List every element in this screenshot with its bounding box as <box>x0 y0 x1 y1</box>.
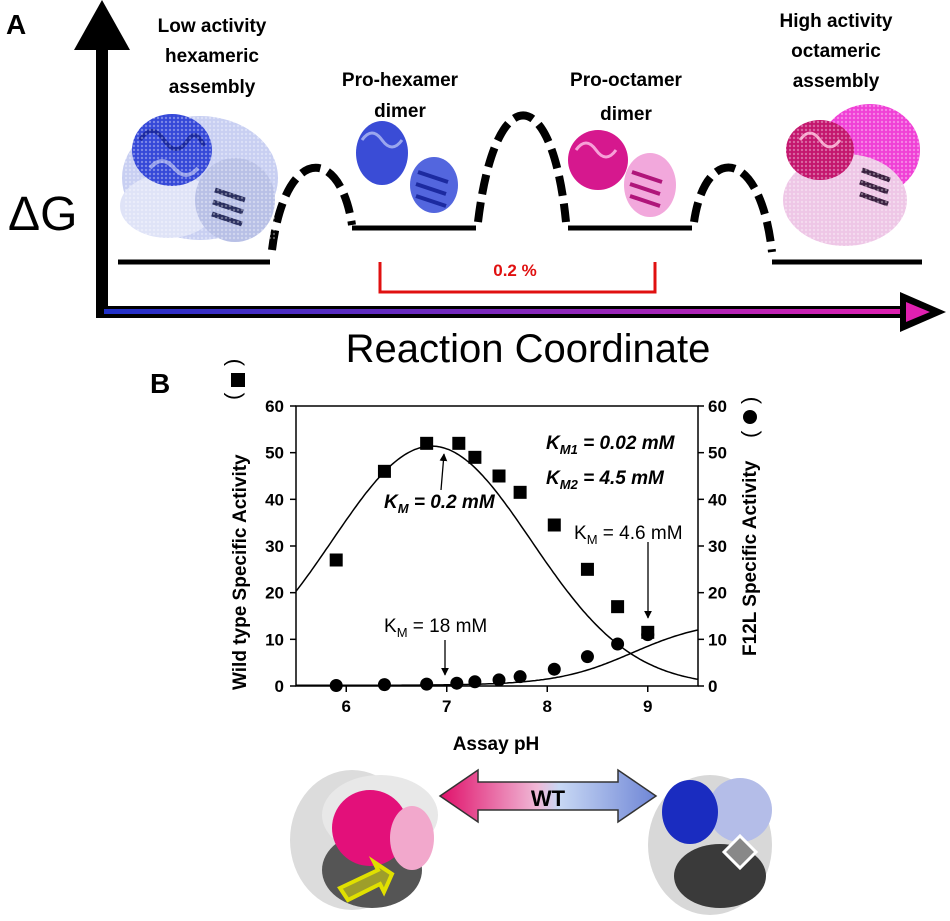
y2-tick-label-1: 10 <box>708 630 727 649</box>
reaction-coordinate-label: Reaction Coordinate <box>346 327 711 371</box>
state-3-line-2: dimer <box>600 104 652 125</box>
f12l-point-7 <box>547 662 561 676</box>
wild-type-point-5 <box>492 469 506 483</box>
y2-tick-label-6: 60 <box>708 397 727 416</box>
wt-arrow-label: WT <box>531 786 566 811</box>
state-4-line-1: High activity <box>780 11 893 32</box>
y-tick-label-1: 10 <box>265 630 284 649</box>
right-axis-paren-open: ( <box>737 430 762 438</box>
octamer-surface-image <box>290 770 438 910</box>
wild-type-point-8 <box>580 562 594 576</box>
y-tick-label-5: 50 <box>265 444 284 463</box>
wild-type-point-7 <box>547 518 561 532</box>
state-4-line-3: assembly <box>793 71 880 92</box>
panel-b-label: B <box>150 368 170 399</box>
f12l-point-8 <box>580 650 594 664</box>
y2-tick-label-5: 50 <box>708 444 727 463</box>
hexamer-structure-image <box>120 114 278 242</box>
y2-tick-label-0: 0 <box>708 677 717 696</box>
wild-type-point-2 <box>420 436 434 450</box>
wild-type-point-9 <box>611 600 625 614</box>
energy-landscape <box>118 111 922 265</box>
km-18-annotation: KM = 18 mM <box>384 616 487 640</box>
x-axis-label: Assay pH <box>453 734 540 755</box>
y2-tick-label-2: 20 <box>708 584 727 603</box>
bracket-percentage: 0.2 % <box>493 261 536 280</box>
state-1-line-2: hexameric <box>165 46 259 67</box>
right-axis-circle-symbol <box>743 410 757 424</box>
x-tick-label-3: 9 <box>643 697 652 716</box>
wild-type-point-1 <box>377 464 391 478</box>
pro-hexamer-dimer-image <box>356 121 458 213</box>
f12l-point-4 <box>468 675 482 689</box>
chart-marks <box>329 436 655 693</box>
km-4-6-annotation: KM = 4.6 mM <box>574 523 683 547</box>
barrier-3 <box>690 163 776 253</box>
km1-annotation: KM1 = 0.02 mM <box>546 433 676 457</box>
state-3-line-1: Pro-octamer <box>570 70 683 91</box>
wild-type-point-6 <box>513 485 527 499</box>
y-tick-label-0: 0 <box>275 677 284 696</box>
f12l-point-2 <box>420 677 434 691</box>
barrier-1 <box>268 164 356 251</box>
left-axis-paren-close: ) <box>220 359 245 366</box>
state-1-line-1: Low activity <box>158 16 267 37</box>
f12l-point-10 <box>641 628 655 642</box>
km-wt-annotation: KM = 0.2 mM <box>384 492 496 516</box>
panel-a-label: A <box>6 9 26 40</box>
f12l-point-9 <box>611 637 625 651</box>
f12l-point-1 <box>377 678 391 692</box>
f12l-point-0 <box>329 679 343 693</box>
left-axis-paren-open: ( <box>220 392 245 400</box>
wild-type-point-3 <box>452 436 466 450</box>
right-axis-label: F12L Specific Activity <box>740 460 761 656</box>
hexamer-surface-image <box>648 775 772 915</box>
state-1-line-3: assembly <box>169 77 256 98</box>
chart-axes: 6 7 8 9 0 10 20 30 40 50 60 0 10 20 30 40 50 60 <box>265 397 727 716</box>
pro-state-bracket <box>378 262 657 294</box>
annotation-arrows <box>439 453 652 676</box>
y-tick-label-6: 60 <box>265 397 284 416</box>
left-axis-label: Wild type Specific Activity <box>230 454 251 690</box>
km2-annotation: KM2 = 4.5 mM <box>546 468 665 492</box>
x-tick-label-0: 6 <box>342 697 351 716</box>
delta-g-label: ΔG <box>8 188 77 241</box>
state-2-line-2: dimer <box>374 101 426 122</box>
reaction-coordinate-axis <box>96 292 946 332</box>
delta-g-axis <box>74 0 130 316</box>
y-tick-label-4: 40 <box>265 490 284 509</box>
state-2-line-1: Pro-hexamer <box>342 70 459 91</box>
octamer-structure-image <box>780 100 920 250</box>
state-4-line-2: octameric <box>791 41 881 62</box>
y2-tick-label-3: 30 <box>708 537 727 556</box>
y-tick-label-3: 30 <box>265 537 284 556</box>
right-axis-paren-close: ) <box>737 397 762 404</box>
left-axis-square-symbol <box>231 373 245 387</box>
wild-type-point-4 <box>468 450 482 464</box>
y2-tick-label-4: 40 <box>708 490 727 509</box>
x-tick-label-1: 7 <box>442 697 451 716</box>
wt-equilibrium-arrow <box>438 768 658 824</box>
pro-octamer-dimer-image <box>568 130 676 217</box>
x-tick-label-2: 8 <box>543 697 552 716</box>
f12l-point-6 <box>513 670 527 684</box>
f12l-point-3 <box>450 676 464 690</box>
wild-type-point-0 <box>329 553 343 567</box>
y-tick-label-2: 20 <box>265 584 284 603</box>
f12l-point-5 <box>492 673 506 687</box>
barrier-2 <box>474 111 570 223</box>
